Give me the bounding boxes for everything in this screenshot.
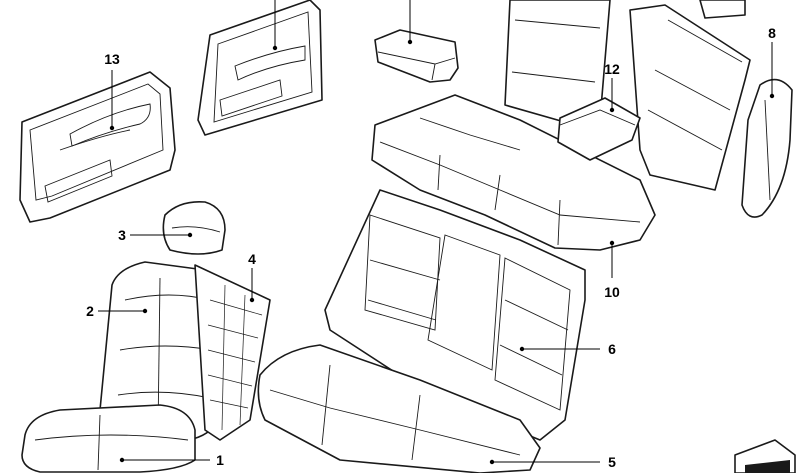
callout-3: 3: [118, 227, 126, 243]
front-seat-cushion: [21, 404, 196, 473]
callout-6: 6: [608, 341, 616, 357]
small-cushion: [374, 29, 459, 83]
backrest-frame: [194, 264, 271, 441]
callout-8: 8: [768, 25, 776, 41]
leaders: [98, 0, 775, 465]
callout-2: 2: [86, 303, 94, 319]
callout-1: 1: [216, 452, 224, 468]
armrest: [557, 97, 641, 161]
callout-4: 4: [248, 251, 256, 267]
door-trim-panel-rear: [197, 0, 323, 136]
callout-10: 10: [604, 284, 620, 300]
side-bolster: [741, 78, 793, 218]
callout-5: 5: [608, 454, 616, 470]
door-trim-panel-front: [19, 71, 176, 223]
corner-tag: [734, 439, 796, 473]
headrest: [162, 200, 226, 255]
rear-bench-cushion: [257, 344, 541, 473]
upper-bench-cushion: [371, 94, 656, 251]
rear-seat-backrest: [324, 189, 586, 441]
callout-12: 12: [604, 61, 620, 77]
callout-13: 13: [104, 51, 120, 67]
rear-backrest-upper: [504, 0, 751, 191]
callout-labels: 13 12 8 10 3 2 4 6 1 5: [86, 25, 776, 470]
